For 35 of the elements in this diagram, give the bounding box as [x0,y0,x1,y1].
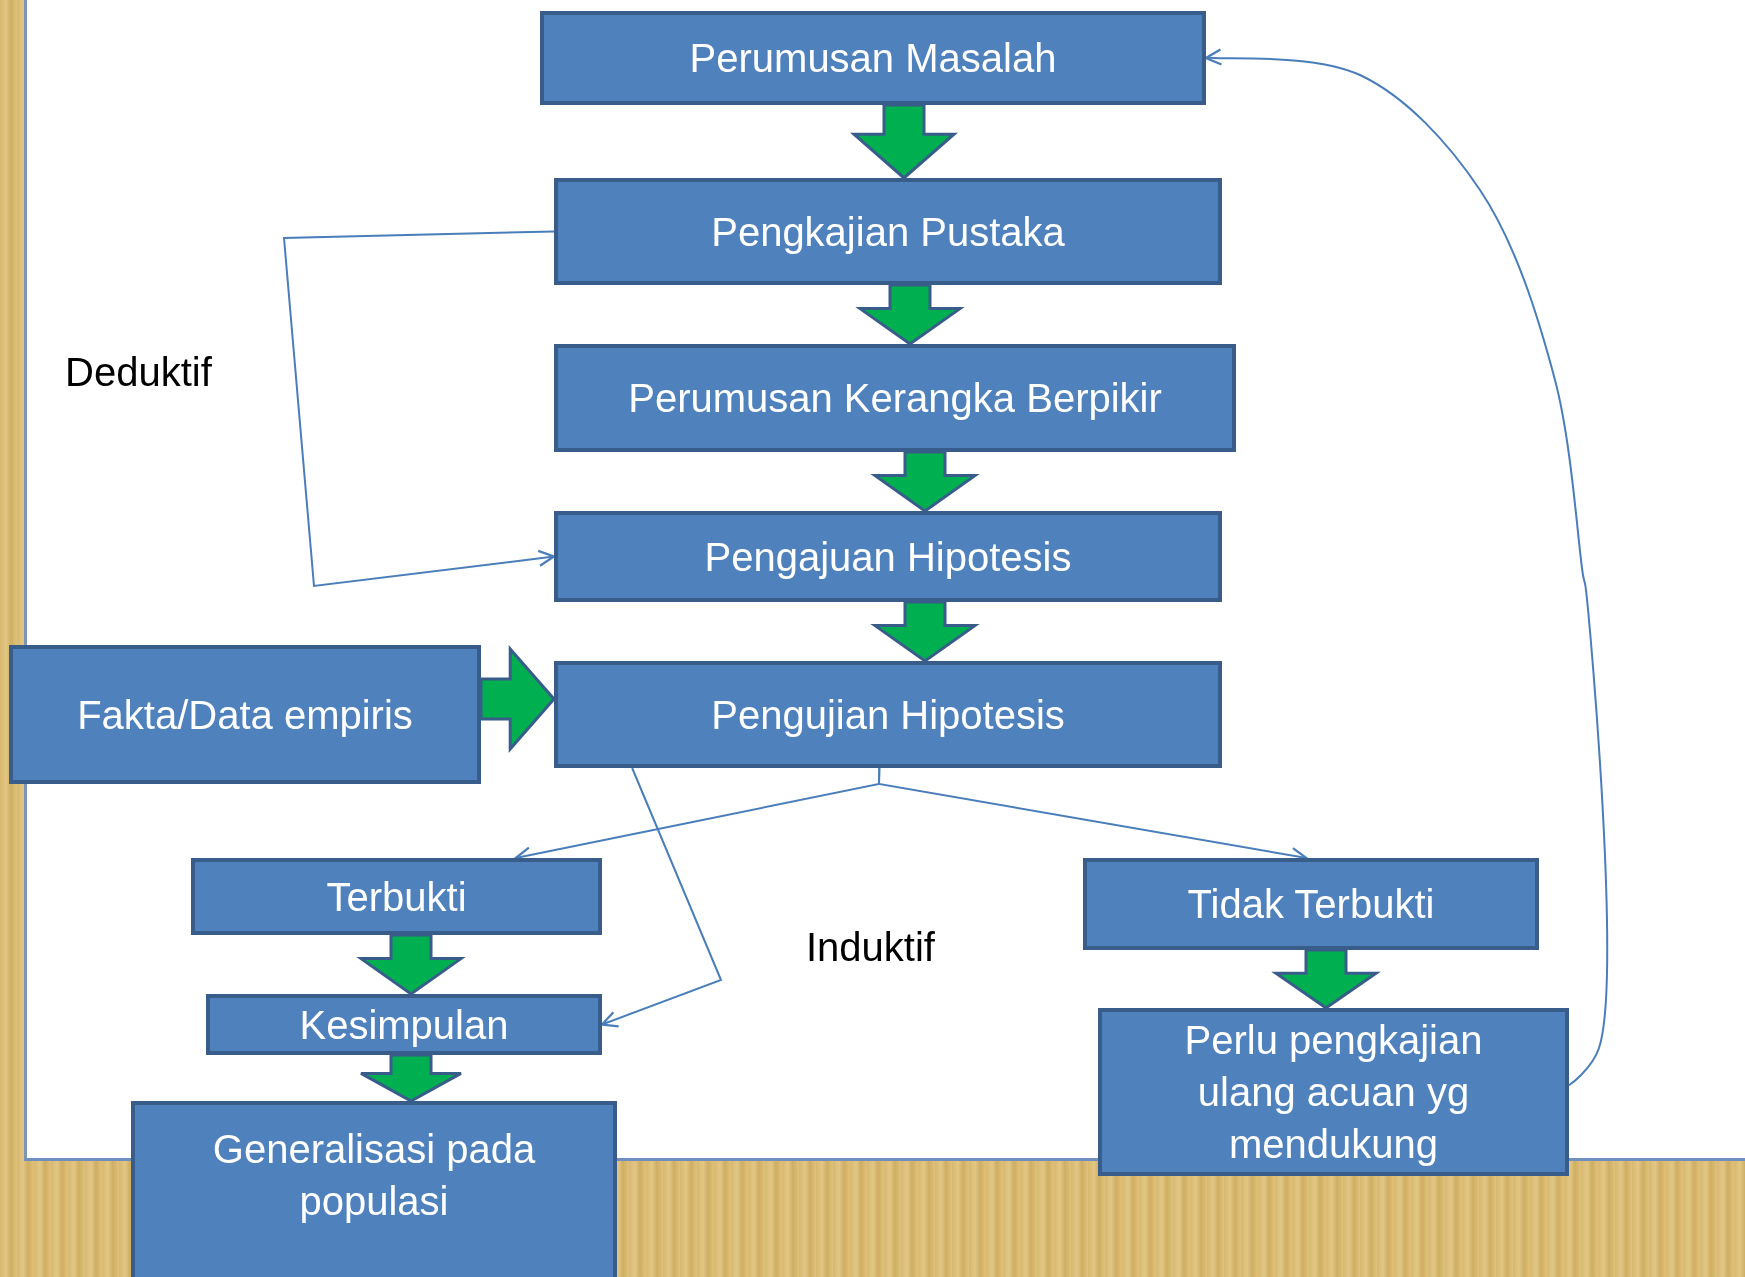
process-box [206,994,602,1055]
process-box [131,1101,617,1277]
process-box [9,645,481,784]
node-text: Perumusan Masalah [688,35,1058,82]
block-arrow [870,450,980,513]
process-box [540,11,1206,105]
node-text: Pengajuan Hipotesis [703,533,1073,581]
arrow [282,230,556,588]
node-text: Terbukti [325,873,468,921]
block-arrow [870,600,980,663]
node-text: Pengkajian Pustaka [710,208,1066,256]
block-arrow [850,103,958,180]
section-label: Deduktif [65,350,212,395]
node-text: Tidak Terbukti [1186,881,1436,928]
process-box [554,661,1222,768]
arrow [600,767,723,1028]
node-text: Perumusan Kerangka Berpikir [627,375,1163,422]
block-arrow [479,645,556,753]
block-arrow [855,283,965,346]
block-arrow [359,1053,463,1103]
block-arrow [1271,948,1381,1010]
node-text: Generalisasi pada populasi [211,1126,537,1225]
process-box [1098,1008,1569,1176]
node-text: Kesimpulan [298,1001,510,1049]
process-box [554,178,1222,285]
section-label: Induktif [806,925,935,970]
process-box [191,858,602,935]
node-text: Fakta/Data empiris [76,691,414,739]
node-text: Perlu pengkajian ulang acuan yg mendukung [1183,1017,1484,1168]
arrow [1204,48,1609,1087]
process-box [554,344,1236,452]
block-arrow [356,933,466,996]
node-text: Pengujian Hipotesis [710,691,1066,739]
process-box [554,511,1222,602]
process-box [1083,858,1539,950]
